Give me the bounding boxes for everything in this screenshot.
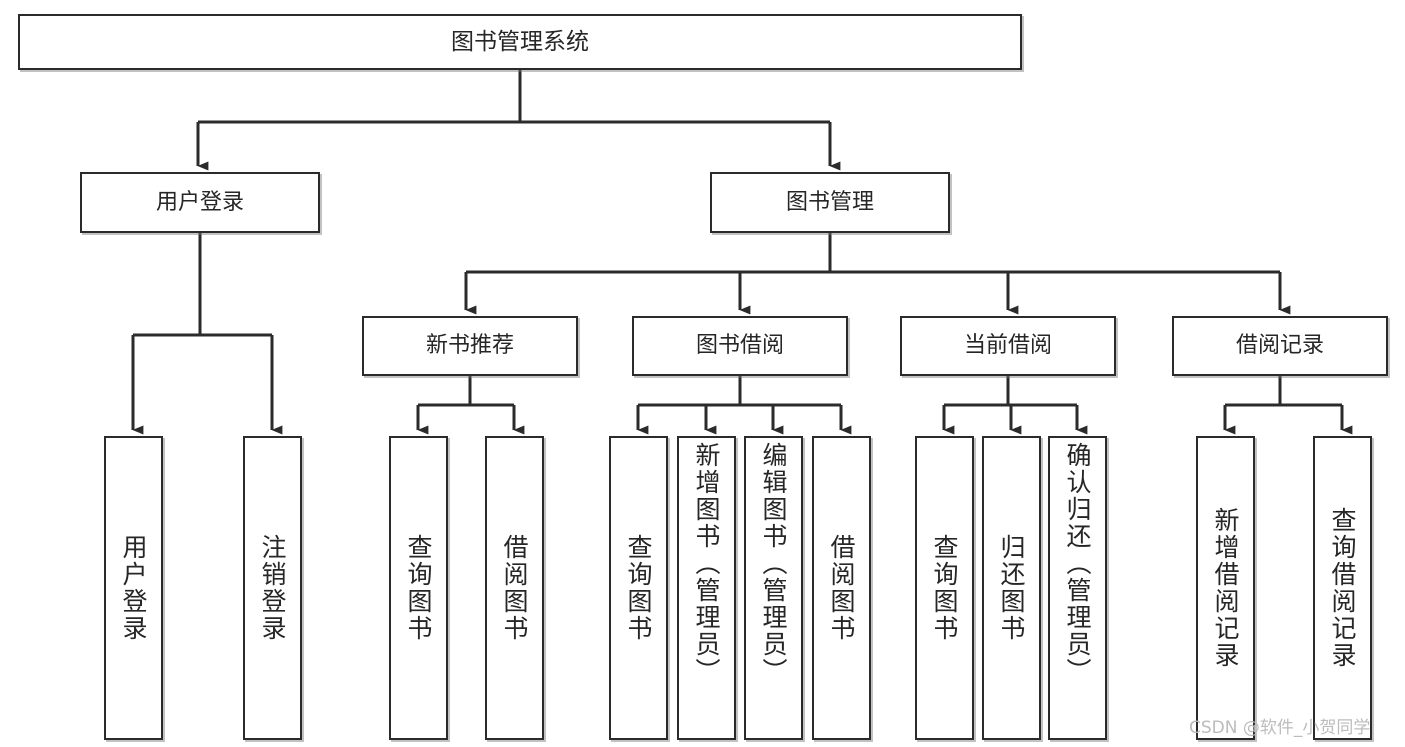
node-book-management-label: 图书管理 [785, 189, 874, 215]
node-leaf-user-login[interactable]: 用户登录 [104, 436, 163, 740]
node-leaf-query-book-borrow[interactable]: 查询图书 [609, 436, 668, 740]
node-leaf-query-book-recommend[interactable]: 查询图书 [389, 436, 448, 740]
node-leaf-borrow-book-label: 借阅图书 [827, 534, 856, 642]
node-leaf-confirm-return-admin-label: 确认归还（管理员） [1063, 442, 1092, 685]
node-leaf-query-book-borrow-label: 查询图书 [624, 534, 653, 642]
node-leaf-edit-book-admin-label: 编辑图书（管理员） [759, 442, 788, 685]
node-leaf-query-borrow-record-label: 查询借阅记录 [1328, 507, 1357, 669]
node-leaf-logout-login-label: 注销登录 [258, 534, 287, 642]
node-book-borrow-label: 图书借阅 [695, 333, 784, 359]
node-book-management[interactable]: 图书管理 [710, 172, 950, 233]
node-root-book-management-system[interactable]: 图书管理系统 [18, 14, 1022, 70]
node-current-borrow[interactable]: 当前借阅 [900, 316, 1116, 376]
node-borrow-record[interactable]: 借阅记录 [1172, 316, 1388, 376]
node-new-book-recommend-label: 新书推荐 [425, 333, 514, 359]
node-leaf-query-book-current-label: 查询图书 [930, 534, 959, 642]
node-new-book-recommend[interactable]: 新书推荐 [362, 316, 578, 376]
node-user-login-label: 用户登录 [155, 189, 244, 215]
node-leaf-confirm-return-admin[interactable]: 确认归还（管理员） [1048, 436, 1107, 740]
node-leaf-borrow-book-recommend-label: 借阅图书 [500, 534, 529, 642]
node-leaf-add-borrow-record-label: 新增借阅记录 [1211, 507, 1240, 669]
node-leaf-return-book-label: 归还图书 [997, 534, 1026, 642]
node-leaf-add-borrow-record[interactable]: 新增借阅记录 [1196, 436, 1255, 740]
node-leaf-query-book-recommend-label: 查询图书 [404, 534, 433, 642]
node-leaf-user-login-label: 用户登录 [119, 534, 148, 642]
node-leaf-edit-book-admin[interactable]: 编辑图书（管理员） [744, 436, 803, 740]
node-borrow-record-label: 借阅记录 [1235, 333, 1324, 359]
node-book-borrow[interactable]: 图书借阅 [632, 316, 848, 376]
node-leaf-borrow-book-recommend[interactable]: 借阅图书 [485, 436, 544, 740]
node-leaf-add-book-admin-label: 新增图书（管理员） [692, 442, 721, 685]
node-leaf-logout-login[interactable]: 注销登录 [243, 436, 302, 740]
node-leaf-add-book-admin[interactable]: 新增图书（管理员） [677, 436, 736, 740]
node-user-login[interactable]: 用户登录 [80, 172, 320, 233]
node-leaf-query-borrow-record[interactable]: 查询借阅记录 [1313, 436, 1372, 740]
node-leaf-return-book[interactable]: 归还图书 [982, 436, 1041, 740]
node-root-label: 图书管理系统 [451, 28, 589, 55]
node-leaf-borrow-book[interactable]: 借阅图书 [812, 436, 871, 740]
node-leaf-query-book-current[interactable]: 查询图书 [915, 436, 974, 740]
node-current-borrow-label: 当前借阅 [963, 333, 1052, 359]
